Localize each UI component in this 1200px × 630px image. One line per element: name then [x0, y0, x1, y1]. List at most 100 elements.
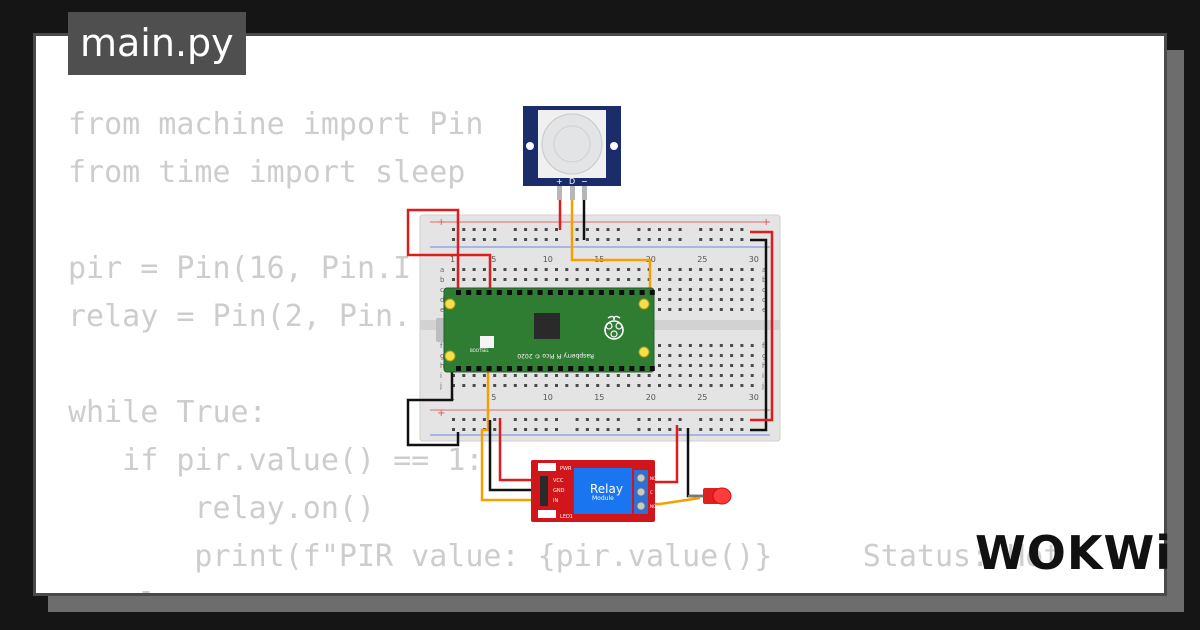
breadboard-hole: [637, 238, 641, 241]
pico-pin: [476, 290, 482, 295]
code-line: from time import sleep: [68, 155, 466, 190]
code-line: el: [68, 587, 158, 593]
breadboard-hole: [596, 428, 600, 431]
breadboard-hole: [678, 238, 682, 241]
breadboard-hole: [513, 384, 517, 387]
breadboard-hole: [678, 418, 682, 421]
breadboard-hole: [513, 374, 517, 377]
breadboard-hole: [699, 288, 703, 291]
breadboard-hole: [699, 238, 703, 241]
breadboard-hole: [452, 418, 455, 421]
column-number: 10: [543, 393, 553, 402]
breadboard-hole: [699, 384, 703, 387]
breadboard-hole: [596, 384, 600, 387]
breadboard-hole: [462, 278, 466, 281]
breadboard-hole: [709, 344, 713, 347]
wokwi-logo[interactable]: WOKWi: [975, 526, 1172, 580]
wire-black-pico-gnd[interactable]: [406, 370, 460, 447]
breadboard-hole: [658, 418, 661, 421]
breadboard-hole: [699, 298, 703, 301]
column-number: 1: [450, 255, 455, 264]
breadboard-hole: [472, 238, 476, 241]
wire-orange-relay-in[interactable]: [480, 372, 545, 502]
code-line: print(f"PIR value: {pir.value()} Status:…: [68, 539, 1062, 574]
relay-module[interactable]: PWR LED1 VCC GND IN Relay Module NC C NO: [531, 460, 656, 522]
breadboard-hole: [606, 428, 610, 431]
pir-sensor[interactable]: + D −: [523, 106, 621, 200]
breadboard-hole: [688, 374, 692, 377]
file-tab[interactable]: main.py: [68, 12, 246, 75]
breadboard-hole: [678, 298, 682, 301]
relay-no-label: NO: [650, 504, 656, 509]
breadboard-hole: [575, 268, 579, 271]
breadboard-hole: [452, 278, 455, 281]
breadboard-hole: [544, 278, 548, 281]
breadboard-hole: [730, 268, 734, 271]
breadboard-hole: [699, 228, 703, 231]
breadboard-hole: [585, 278, 589, 281]
breadboard-hole: [627, 384, 631, 387]
wire-red-rail-vcc[interactable]: [750, 230, 774, 422]
pico-pin: [598, 366, 604, 371]
breadboard-hole: [730, 278, 734, 281]
row-letter: h: [440, 362, 444, 370]
red-led[interactable]: [688, 487, 732, 505]
breadboard-hole: [719, 428, 723, 431]
wire-black-relay-gnd[interactable]: [488, 420, 545, 492]
pico-pin: [578, 290, 584, 295]
bootsel-button[interactable]: [480, 336, 494, 348]
breadboard-hole: [616, 268, 620, 271]
breadboard-hole: [668, 384, 672, 387]
wire-black-rail-gnd[interactable]: [750, 238, 768, 432]
breadboard-hole: [524, 228, 528, 231]
breadboard-hole: [647, 228, 651, 231]
wire-orange-pir-data[interactable]: [570, 188, 652, 290]
breadboard-hole: [699, 364, 703, 367]
breadboard-hole: [678, 344, 682, 347]
breadboard-hole: [462, 374, 466, 377]
breadboard-hole: [534, 228, 538, 231]
pico-pin: [547, 290, 553, 295]
breadboard-hole: [585, 268, 589, 271]
breadboard-hole: [616, 228, 620, 231]
row-letter: j: [761, 382, 764, 390]
row-letter: c: [762, 286, 766, 294]
breadboard-hole: [503, 268, 507, 271]
code-line: relay.on(): [68, 491, 376, 526]
breadboard-hole: [658, 298, 661, 301]
column-number: 30: [749, 255, 759, 264]
pico-pin: [558, 290, 563, 295]
breadboard-hole: [513, 228, 517, 231]
code-line: pir = Pin(16, Pin.I: [68, 251, 412, 286]
breadboard-hole: [709, 228, 713, 231]
breadboard-hole: [534, 238, 538, 241]
breadboard-hole: [524, 428, 528, 431]
row-letter: a: [440, 266, 444, 274]
breadboard-hole: [534, 374, 538, 377]
breadboard-hole: [524, 374, 528, 377]
breadboard-hole: [472, 428, 476, 431]
column-number: 15: [594, 393, 604, 402]
pico-pin: [466, 366, 472, 371]
breadboard-hole: [658, 288, 661, 291]
breadboard-hole: [616, 384, 620, 387]
breadboard-hole: [524, 278, 528, 281]
relay-subtitle: Module: [592, 495, 614, 502]
pico-pin: [486, 290, 492, 295]
code-line: relay = Pin(2, Pin.: [68, 299, 412, 334]
breadboard-hole: [606, 374, 610, 377]
breadboard-hole: [668, 268, 672, 271]
breadboard-hole: [462, 268, 466, 271]
breadboard-hole: [719, 278, 723, 281]
row-letter: h: [762, 362, 766, 370]
wire-red-pico-vbus[interactable]: [406, 208, 492, 290]
breadboard-hole: [647, 238, 651, 241]
breadboard-hole: [750, 268, 754, 271]
breadboard-hole: [585, 228, 589, 231]
wire-red-relay-vcc[interactable]: [498, 418, 545, 482]
breadboard-hole: [699, 278, 703, 281]
breadboard-hole: [709, 238, 713, 241]
pir-dome-icon: [541, 113, 603, 175]
breadboard-hole: [699, 308, 703, 311]
raspberry-pi-pico[interactable]: Raspberry Pi Pico © 2020 BOOTSEL: [436, 287, 655, 373]
